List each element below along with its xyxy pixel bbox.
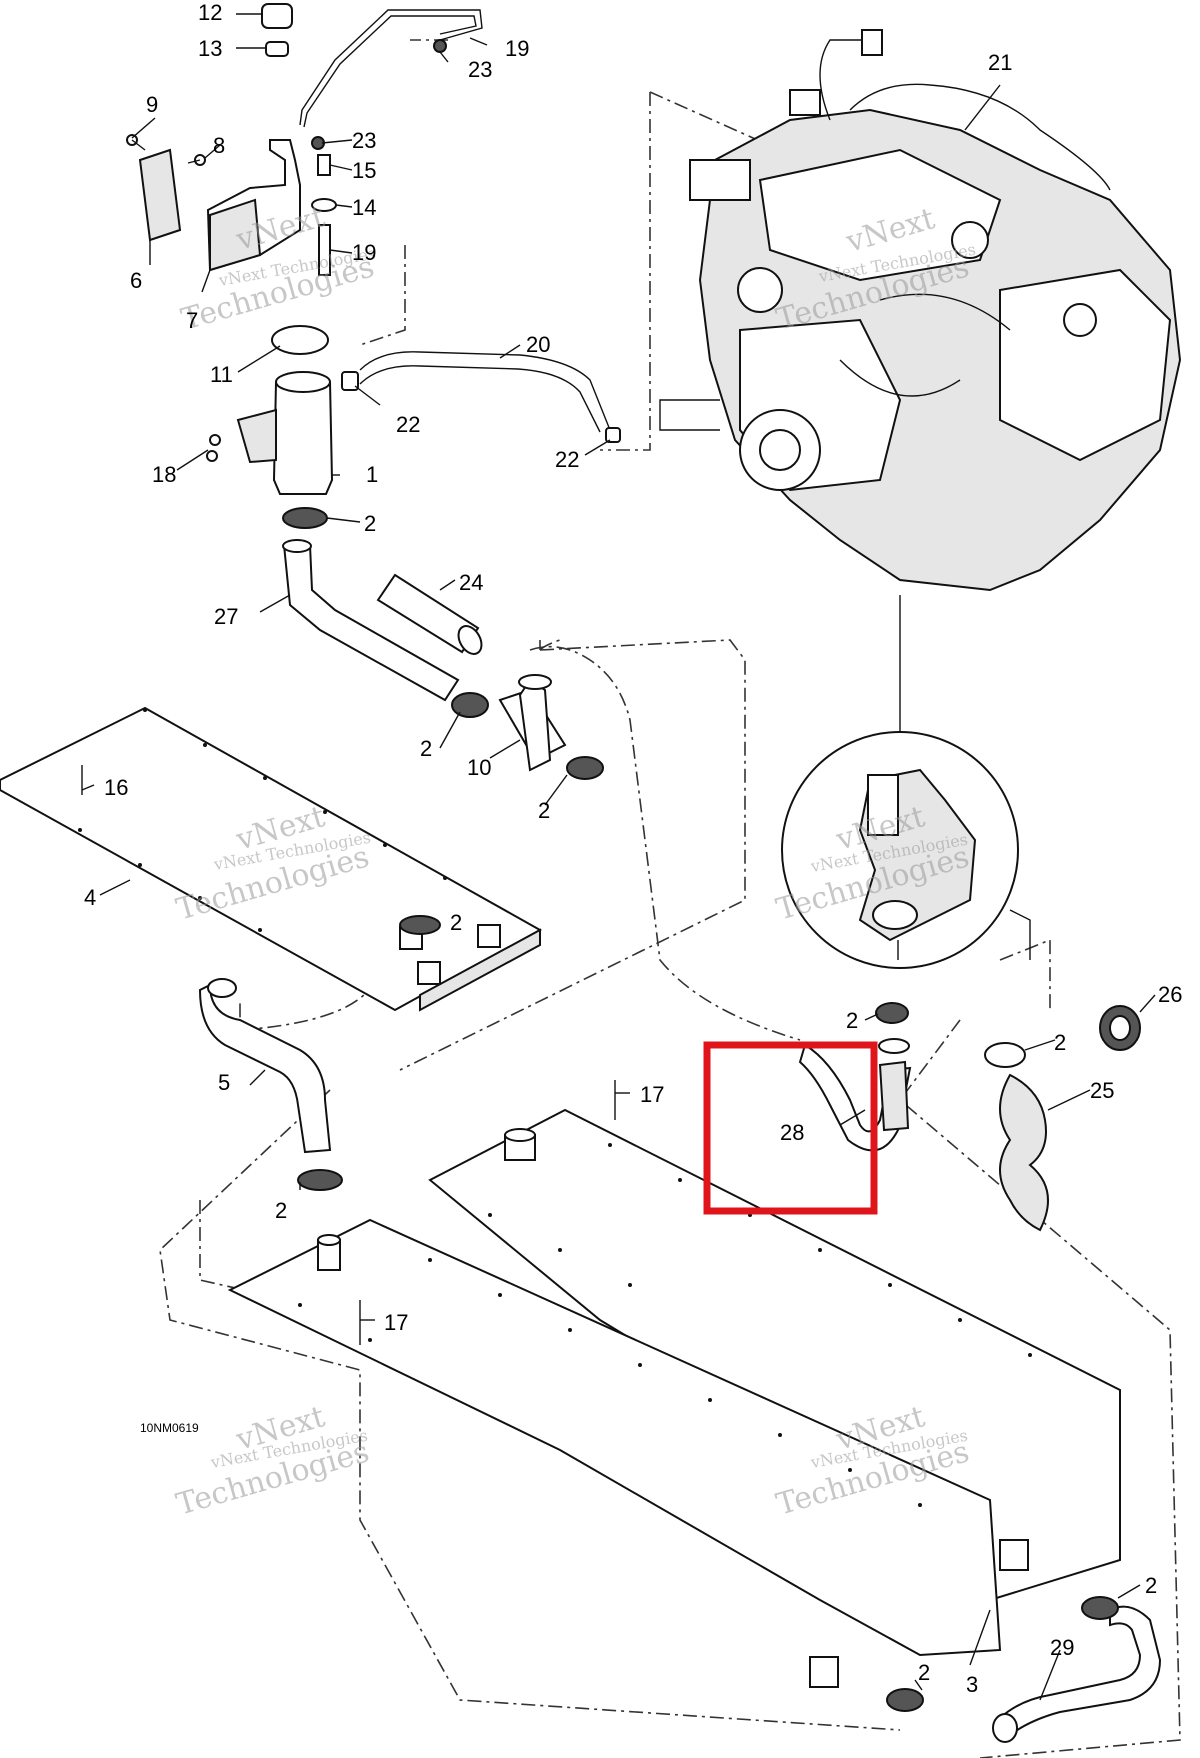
callout-2: 2 [275, 1198, 287, 1223]
callout-6: 6 [130, 268, 142, 293]
callout-22: 22 [396, 412, 420, 437]
callout-19: 19 [505, 36, 529, 61]
hose-25[interactable] [984, 1042, 1049, 1232]
callout-16: 16 [104, 775, 128, 800]
callout-2: 2 [450, 910, 462, 935]
callout-7: 7 [186, 308, 198, 333]
thermostat-detail[interactable] [781, 731, 1031, 969]
callout-11: 11 [210, 362, 233, 387]
engine-assembly[interactable] [659, 29, 1182, 745]
callout-9: 9 [146, 92, 158, 117]
hose-28-group[interactable] [798, 1002, 912, 1152]
callout-21: 21 [988, 50, 1012, 75]
callout-4: 4 [84, 885, 96, 910]
callout-10: 10 [467, 755, 491, 780]
callout-15: 15 [352, 158, 376, 183]
cooler-plate-lower-left[interactable] [227, 1218, 1029, 1688]
callout-5: 5 [218, 1070, 230, 1095]
callout-2: 2 [364, 511, 376, 536]
cooler-plate-upper[interactable] [0, 706, 543, 1012]
drawing-code: 10NM0619 [140, 1421, 199, 1435]
callout-2: 2 [846, 1008, 858, 1033]
callout-17: 17 [640, 1082, 664, 1107]
callout-2: 2 [918, 1660, 930, 1685]
callout-8: 8 [213, 133, 225, 158]
callout-17: 17 [384, 1310, 408, 1335]
hose-tee-group[interactable] [376, 573, 604, 780]
callout-29: 29 [1050, 1635, 1074, 1660]
coolant-reservoir-group[interactable] [126, 3, 621, 702]
callout-22: 22 [555, 447, 579, 472]
callout-2: 2 [1054, 1030, 1066, 1055]
callout-numbers: 12 13 19 23 9 8 23 15 14 19 6 7 11 21 20… [84, 0, 1182, 1697]
callout-19: 19 [352, 240, 376, 265]
hose-29[interactable] [886, 1596, 1162, 1743]
callout-26: 26 [1158, 982, 1182, 1007]
leader-lines [81, 13, 1156, 1701]
callout-2: 2 [420, 736, 432, 761]
plate-rivets [78, 708, 1032, 1507]
clamp-26[interactable] [1099, 1005, 1141, 1051]
callout-28: 28 [780, 1120, 804, 1145]
callout-23: 23 [352, 128, 376, 153]
hose-5[interactable] [198, 978, 343, 1191]
callout-13: 13 [198, 36, 222, 61]
callout-1: 1 [366, 462, 378, 487]
callout-24: 24 [459, 570, 483, 595]
callout-3: 3 [966, 1672, 978, 1697]
callout-14: 14 [352, 195, 376, 220]
callout-23: 23 [468, 57, 492, 82]
highlight-box-part-28 [703, 1041, 878, 1215]
callout-25: 25 [1090, 1078, 1114, 1103]
callout-2: 2 [1145, 1573, 1157, 1598]
callout-18: 18 [152, 462, 176, 487]
callout-12: 12 [198, 0, 222, 25]
callout-27: 27 [214, 604, 238, 629]
callout-2: 2 [538, 798, 550, 823]
callout-20: 20 [526, 332, 550, 357]
